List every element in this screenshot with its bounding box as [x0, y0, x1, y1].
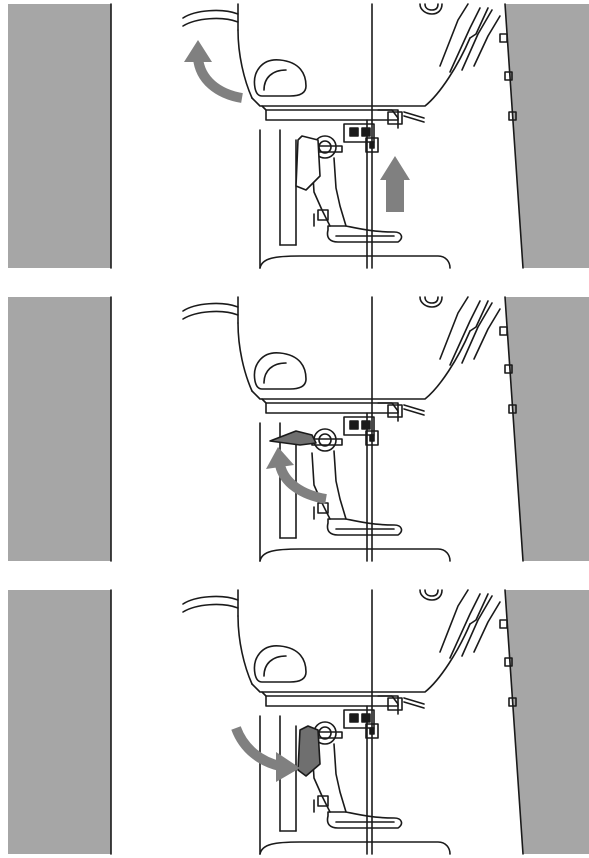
needle-clamp-lever — [298, 726, 320, 776]
step-3-illustration — [0, 586, 589, 858]
curved-arrow-icon — [184, 40, 242, 98]
curved-arrow-icon — [236, 728, 300, 782]
step-1-illustration — [0, 0, 589, 272]
step-2-drawing — [0, 293, 589, 565]
step-2-illustration — [0, 293, 589, 565]
needle-clamp-lever — [296, 136, 320, 190]
step-1-drawing — [0, 0, 589, 272]
step-3-drawing — [0, 586, 589, 858]
up-arrow-icon — [380, 156, 410, 212]
needle-clamp-lever — [270, 431, 316, 445]
